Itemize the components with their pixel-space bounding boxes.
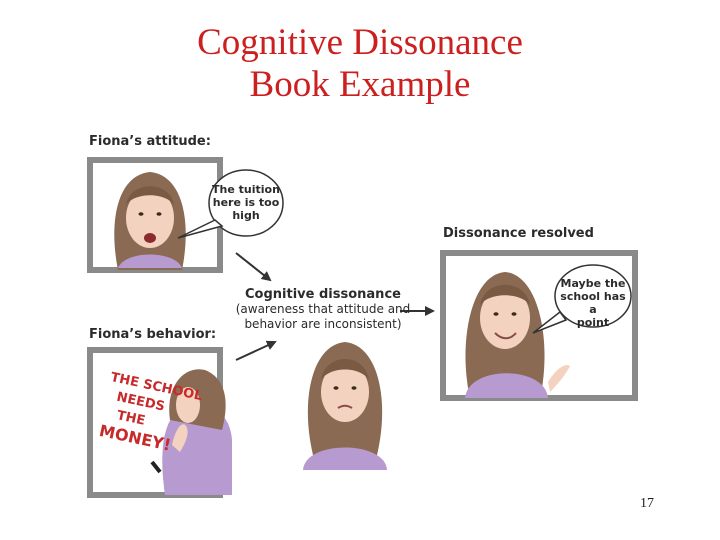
resolved-bubble-line-1: Maybe the bbox=[560, 277, 626, 290]
attitude-bubble-line-2: here is too bbox=[212, 196, 280, 209]
behavior-label: Fiona’s behavior: bbox=[89, 327, 217, 342]
slide-title: Cognitive Dissonance Book Example bbox=[0, 22, 720, 106]
resolved-label: Dissonance resolved bbox=[443, 226, 594, 241]
attitude-bubble-line-3: high bbox=[232, 209, 260, 222]
center-figure bbox=[303, 342, 387, 470]
arrow-behavior-to-dissonance bbox=[235, 340, 277, 361]
attitude-panel bbox=[87, 157, 284, 273]
title-line-2: Book Example bbox=[249, 64, 471, 105]
attitude-label: Fiona’s attitude: bbox=[89, 134, 211, 149]
fiona-behavior-figure bbox=[150, 369, 232, 495]
attitude-bubble-line-1: The tuition bbox=[212, 183, 280, 196]
arrow-attitude-to-dissonance bbox=[235, 252, 272, 282]
behavior-panel bbox=[87, 347, 232, 498]
page-number: 17 bbox=[640, 496, 654, 511]
cognitive-dissonance-box: Cognitive dissonance (awareness that att… bbox=[228, 287, 418, 332]
attitude-bubble-text: The tuition here is too high bbox=[209, 183, 283, 222]
fiona-resolved-figure bbox=[465, 272, 570, 398]
dissonance-title: Cognitive dissonance bbox=[245, 287, 401, 302]
resolved-bubble-text: Maybe the school has a point bbox=[555, 277, 631, 329]
resolved-bubble-line-3: point bbox=[576, 316, 610, 329]
fiona-attitude-figure bbox=[114, 172, 186, 270]
resolved-bubble-line-2: school has a bbox=[560, 290, 626, 316]
resolved-panel bbox=[440, 250, 638, 401]
dissonance-desc-line-1: (awareness that attitude and bbox=[235, 302, 411, 316]
dissonance-desc-line-2: behavior are inconsistent) bbox=[244, 317, 402, 331]
attitude-speech-bubble bbox=[177, 169, 284, 239]
title-line-1: Cognitive Dissonance bbox=[197, 22, 523, 63]
resolved-speech-bubble bbox=[532, 264, 632, 334]
